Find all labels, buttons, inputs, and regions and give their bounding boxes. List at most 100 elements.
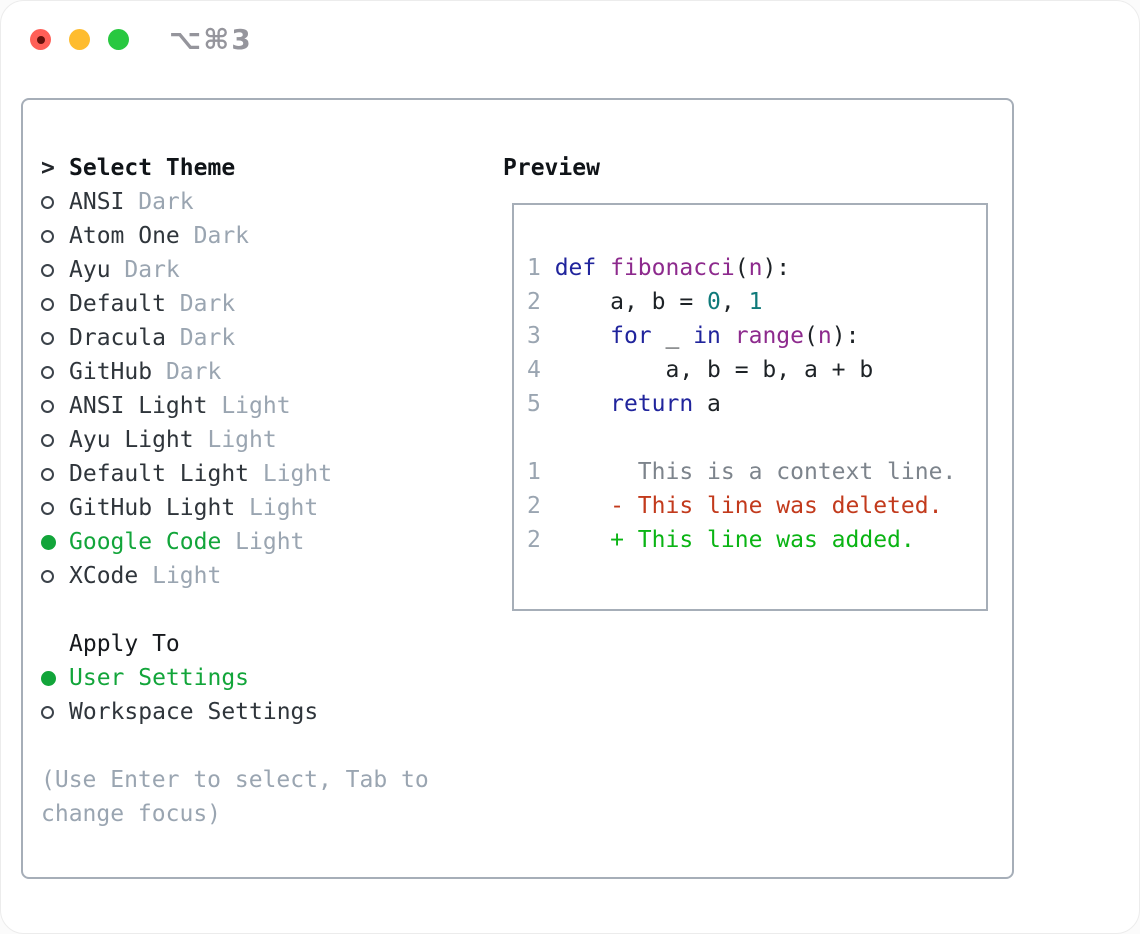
marker-cell — [41, 365, 69, 379]
code-line: 5 return a — [527, 391, 721, 417]
option-label: Workspace Settings — [69, 699, 319, 725]
line-number: 4 — [527, 357, 555, 383]
option-label: GitHub Light — [69, 495, 236, 521]
option-variant-label: Light — [152, 563, 222, 589]
code-block: 1 def fibonacci(n): 2 a, b = 0, 1 3 for _ … — [527, 251, 986, 557]
marker-cell — [41, 501, 69, 515]
theme-option-ansi[interactable]: ANSI Dark — [41, 185, 443, 219]
select-theme-header: > Select Theme — [41, 151, 443, 185]
line-number: 1 — [527, 459, 555, 485]
option-label: ANSI Light — [69, 393, 208, 419]
theme-option-xcode[interactable]: XCode Light — [41, 559, 443, 593]
marker-cell — [41, 433, 69, 447]
option-label: Ayu Light — [69, 427, 194, 453]
option-label: Dracula — [69, 325, 166, 351]
diff-line-added: 2 + This line was added. — [527, 523, 986, 557]
theme-option-dracula[interactable]: Dracula Dark — [41, 321, 443, 355]
diff-text: This is a context line. — [554, 459, 957, 485]
option-label: ANSI — [69, 189, 125, 215]
code-line: 3 for _ in range(n): — [527, 323, 860, 349]
option-variant-label: Light — [262, 461, 333, 487]
radio-icon — [41, 331, 54, 345]
marker-cell — [41, 569, 69, 583]
radio-icon — [41, 501, 54, 515]
option-label: Default Light — [69, 461, 250, 487]
radio-selected-icon — [41, 534, 56, 550]
option-label: Ayu — [69, 257, 111, 283]
line-number: 3 — [527, 323, 555, 349]
marker-cell — [41, 534, 69, 550]
close-button[interactable] — [30, 29, 51, 50]
theme-option-default-light[interactable]: Default Light Light — [41, 457, 443, 491]
radio-icon — [41, 195, 54, 209]
code-line: 2 a, b = 0, 1 — [527, 289, 763, 315]
line-number: 5 — [527, 391, 555, 417]
option-label: GitHub — [69, 359, 153, 385]
marker-cell — [41, 331, 69, 345]
radio-icon — [41, 569, 54, 583]
option-variant-label: Dark — [124, 257, 180, 283]
marker-cell — [41, 195, 69, 209]
radio-selected-icon — [41, 670, 56, 686]
select-theme-title: Select Theme — [69, 155, 236, 181]
preview-title: Preview — [503, 155, 600, 181]
option-variant-label: Dark — [193, 223, 250, 249]
code-line: 4 a, b = b, a + b — [527, 357, 874, 383]
apply-option-workspace-settings[interactable]: Workspace Settings — [41, 695, 443, 729]
option-label: Default — [69, 291, 166, 317]
traffic-lights — [30, 29, 129, 50]
preview-pane: 1 def fibonacci(n): 2 a, b = 0, 1 3 for _ … — [512, 203, 988, 611]
apply-to-title: Apply To — [69, 631, 180, 657]
radio-icon — [41, 433, 54, 447]
theme-option-ayu[interactable]: Ayu Dark — [41, 253, 443, 287]
keyboard-hint: (Use Enter to select, Tab to change focu… — [41, 767, 429, 827]
option-variant-label: Dark — [138, 189, 194, 215]
option-variant-label: Light — [235, 529, 305, 555]
option-label: User Settings — [69, 665, 250, 691]
marker-cell — [41, 705, 69, 719]
marker-cell — [41, 399, 69, 413]
close-button-dot-icon — [36, 35, 45, 44]
zoom-button[interactable] — [108, 29, 129, 50]
marker-cell — [41, 670, 69, 686]
marker-cell — [41, 467, 69, 481]
theme-option-github[interactable]: GitHub Dark — [41, 355, 443, 389]
line-number: 2 — [527, 493, 555, 519]
radio-icon — [41, 399, 54, 413]
marker-cell — [41, 297, 69, 311]
minimize-button[interactable] — [69, 29, 90, 50]
option-variant-label: Dark — [179, 325, 236, 351]
option-label: XCode — [69, 563, 139, 589]
code-line: 1 def fibonacci(n): — [527, 255, 791, 281]
radio-icon — [41, 467, 54, 481]
selection-prompt-icon: > — [41, 155, 55, 181]
blank-line — [527, 421, 986, 455]
window-title: ⌥⌘3 — [169, 23, 253, 56]
line-number: 2 — [527, 527, 555, 553]
line-number: 2 — [527, 289, 555, 315]
marker-cell: > — [41, 155, 69, 181]
radio-icon — [41, 263, 54, 277]
radio-icon — [41, 365, 54, 379]
apply-option-user-settings[interactable]: User Settings — [41, 661, 443, 695]
option-variant-label: Dark — [165, 359, 222, 385]
marker-cell — [41, 263, 69, 277]
marker-cell — [41, 229, 69, 243]
diff-text: - This line was deleted. — [554, 493, 943, 519]
radio-icon — [41, 229, 54, 243]
option-label: Atom One — [69, 223, 180, 249]
theme-option-atom-one[interactable]: Atom One Dark — [41, 219, 443, 253]
diff-line-context: 1 This is a context line. — [527, 455, 986, 489]
radio-icon — [41, 705, 54, 719]
